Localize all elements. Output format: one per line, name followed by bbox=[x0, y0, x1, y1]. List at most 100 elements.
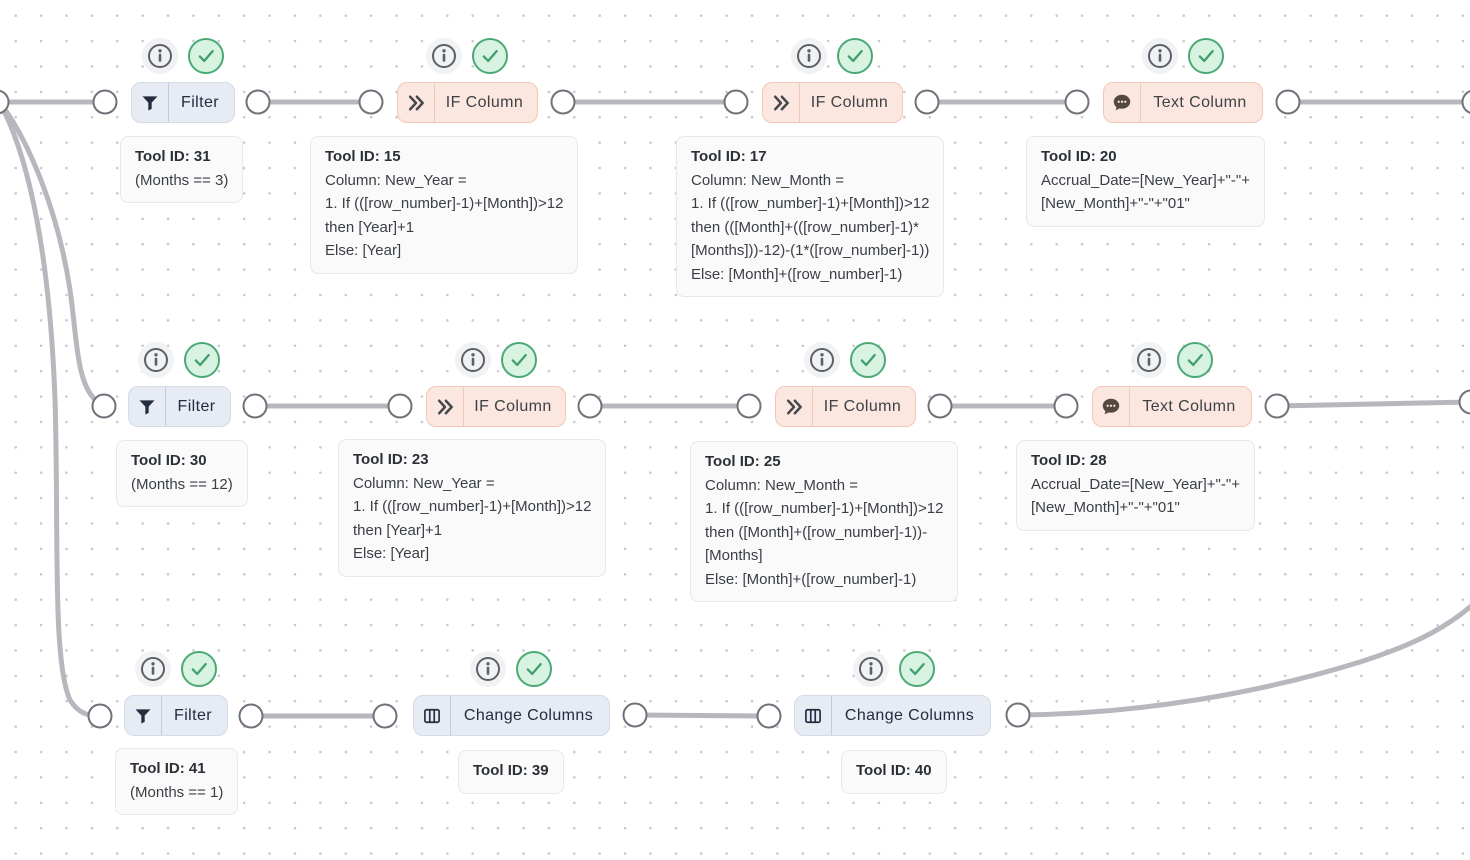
node-text-column-20[interactable]: Text Column bbox=[1103, 82, 1263, 123]
double-chevron-icon bbox=[398, 83, 435, 122]
node-label: Text Column bbox=[1142, 397, 1236, 415]
tooltip-title: Tool ID: 28 bbox=[1031, 452, 1107, 469]
port[interactable] bbox=[550, 89, 576, 115]
port[interactable] bbox=[914, 89, 940, 115]
info-icon[interactable] bbox=[1142, 38, 1178, 74]
info-icon[interactable] bbox=[470, 651, 506, 687]
node-if-column-17[interactable]: IF Column bbox=[762, 82, 903, 123]
node-status bbox=[142, 38, 224, 74]
port[interactable] bbox=[91, 393, 117, 419]
tooltip-body: Column: New_Year = 1. If (([row_number]-… bbox=[325, 171, 564, 260]
tooltip-title: Tool ID: 15 bbox=[325, 148, 401, 165]
port[interactable] bbox=[622, 702, 648, 728]
node-status bbox=[470, 651, 552, 687]
filter-funnel-icon bbox=[132, 83, 169, 122]
port[interactable] bbox=[1461, 90, 1470, 114]
tooltip-title: Tool ID: 17 bbox=[691, 148, 767, 165]
port[interactable] bbox=[1005, 702, 1031, 728]
port[interactable] bbox=[1264, 393, 1290, 419]
tooltip-tool-17: Tool ID: 17 Column: New_Month = 1. If ((… bbox=[676, 136, 945, 297]
info-icon[interactable] bbox=[135, 651, 171, 687]
node-text-column-28[interactable]: Text Column bbox=[1092, 386, 1252, 427]
port[interactable] bbox=[1275, 89, 1301, 115]
port[interactable] bbox=[736, 393, 762, 419]
node-change-columns-39[interactable]: Change Columns bbox=[413, 695, 610, 736]
tooltip-title: Tool ID: 25 bbox=[705, 453, 781, 470]
tooltip-body: Column: New_Month = 1. If (([row_number]… bbox=[691, 171, 930, 283]
tooltip-tool-15: Tool ID: 15 Column: New_Year = 1. If (([… bbox=[310, 136, 579, 274]
columns-icon bbox=[795, 696, 832, 735]
node-label: Filter bbox=[181, 93, 219, 111]
port[interactable] bbox=[1053, 393, 1079, 419]
tooltip-tool-25: Tool ID: 25 Column: New_Month = 1. If ((… bbox=[690, 441, 959, 602]
tooltip-tool-39: Tool ID: 39 bbox=[458, 750, 564, 794]
node-status bbox=[1131, 342, 1213, 378]
node-filter-31[interactable]: Filter bbox=[131, 82, 235, 123]
node-label: Filter bbox=[177, 397, 216, 415]
info-icon[interactable] bbox=[455, 342, 491, 378]
tooltip-title: Tool ID: 41 bbox=[130, 760, 206, 777]
node-status bbox=[804, 342, 886, 378]
check-icon bbox=[899, 651, 935, 687]
node-label: IF Column bbox=[474, 397, 552, 415]
port[interactable] bbox=[1458, 389, 1470, 415]
speech-bubble-icon bbox=[1104, 83, 1141, 122]
node-filter-30[interactable]: Filter bbox=[128, 386, 231, 427]
edge-curve bbox=[0, 103, 100, 719]
check-icon bbox=[1177, 342, 1213, 378]
node-label: Filter bbox=[174, 706, 212, 724]
double-chevron-icon bbox=[427, 387, 464, 426]
check-icon bbox=[472, 38, 508, 74]
port[interactable] bbox=[927, 393, 953, 419]
filter-funnel-icon bbox=[129, 387, 166, 426]
info-icon[interactable] bbox=[138, 342, 174, 378]
node-if-column-25[interactable]: IF Column bbox=[775, 386, 916, 427]
check-icon bbox=[1188, 38, 1224, 74]
node-status bbox=[135, 651, 217, 687]
port[interactable] bbox=[372, 703, 398, 729]
edge bbox=[634, 712, 770, 719]
port[interactable] bbox=[87, 703, 113, 729]
port[interactable] bbox=[1064, 89, 1090, 115]
edge-curve bbox=[1017, 603, 1470, 718]
port[interactable] bbox=[238, 703, 264, 729]
node-filter-41[interactable]: Filter bbox=[124, 695, 228, 736]
node-change-columns-40[interactable]: Change Columns bbox=[794, 695, 991, 736]
tooltip-title: Tool ID: 20 bbox=[1041, 148, 1117, 165]
info-icon[interactable] bbox=[791, 38, 827, 74]
node-if-column-15[interactable]: IF Column bbox=[397, 82, 538, 123]
check-icon bbox=[837, 38, 873, 74]
port[interactable] bbox=[92, 89, 118, 115]
port[interactable] bbox=[387, 393, 413, 419]
info-icon[interactable] bbox=[853, 651, 889, 687]
port[interactable] bbox=[756, 703, 782, 729]
check-icon bbox=[850, 342, 886, 378]
info-icon[interactable] bbox=[142, 38, 178, 74]
tooltip-body: (Months == 12) bbox=[131, 475, 233, 493]
check-icon bbox=[501, 342, 537, 378]
tooltip-title: Tool ID: 40 bbox=[856, 762, 932, 779]
node-status bbox=[138, 342, 220, 378]
port[interactable] bbox=[245, 89, 271, 115]
port[interactable] bbox=[0, 89, 10, 115]
port[interactable] bbox=[358, 89, 384, 115]
node-label: Change Columns bbox=[463, 706, 594, 724]
tooltip-tool-30: Tool ID: 30 (Months == 12) bbox=[116, 440, 248, 507]
tooltip-body: (Months == 1) bbox=[130, 783, 224, 801]
info-icon[interactable] bbox=[426, 38, 462, 74]
port[interactable] bbox=[577, 393, 603, 419]
tooltip-tool-41: Tool ID: 41 (Months == 1) bbox=[115, 748, 239, 815]
info-icon[interactable] bbox=[1131, 342, 1167, 378]
port[interactable] bbox=[242, 393, 268, 419]
node-status bbox=[853, 651, 935, 687]
tooltip-title: Tool ID: 23 bbox=[353, 451, 429, 468]
tooltip-tool-23: Tool ID: 23 Column: New_Year = 1. If (([… bbox=[338, 439, 607, 577]
port[interactable] bbox=[723, 89, 749, 115]
edge-curve bbox=[0, 102, 103, 408]
info-icon[interactable] bbox=[804, 342, 840, 378]
tooltip-body: Accrual_Date=[New_Year]+"-"+ [New_Month]… bbox=[1041, 171, 1250, 213]
node-label: Text Column bbox=[1153, 93, 1247, 111]
node-if-column-23[interactable]: IF Column bbox=[426, 386, 566, 427]
tooltip-title: Tool ID: 31 bbox=[135, 148, 211, 165]
